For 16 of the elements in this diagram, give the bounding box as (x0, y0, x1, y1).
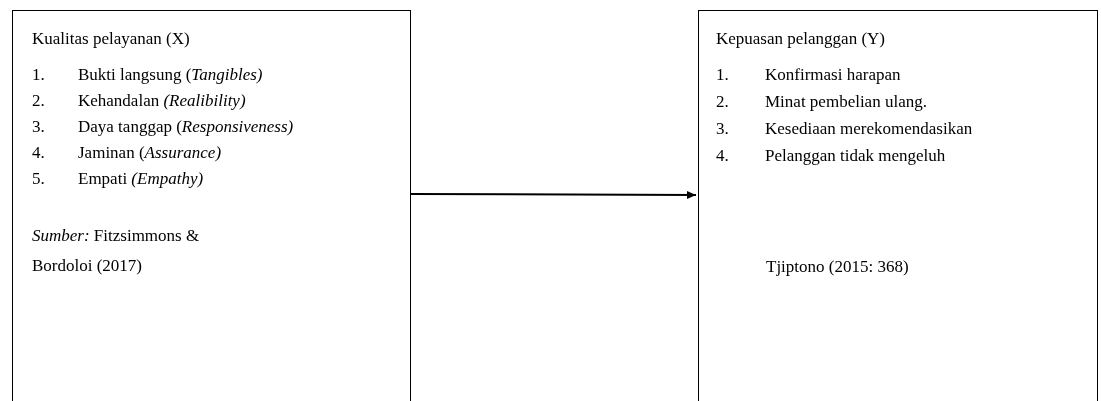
list-item: 3. Kesediaan merekomendasikan (716, 118, 974, 140)
source-note: Sumber: Fitzsimmons & Bordoloi (2017) (32, 225, 201, 277)
concept-box (698, 10, 1098, 401)
box-heading: Kualitas pelayanan (X) (32, 28, 191, 50)
list-item: 1. Konfirmasi harapan (716, 64, 902, 86)
source-note: Tjiptono (2015: 368) (766, 256, 910, 278)
arrow (410, 190, 697, 199)
list-item: 2. Kehandalan (Realibility) (32, 90, 247, 112)
box-heading: Kepuasan pelanggan (Y) (716, 28, 886, 50)
list-item: 2. Minat pembelian ulang. (716, 91, 928, 113)
list-item: 4. Pelanggan tidak mengeluh (716, 145, 947, 167)
list-item: 5. Empati (Empathy) (32, 168, 205, 190)
list-item: 4. Jaminan (Assurance) (32, 142, 223, 164)
concept-box (12, 10, 411, 401)
list-item: 3. Daya tanggap (Responsiveness) (32, 116, 295, 138)
list-item: 1. Bukti langsung (Tangibles) (32, 64, 264, 86)
